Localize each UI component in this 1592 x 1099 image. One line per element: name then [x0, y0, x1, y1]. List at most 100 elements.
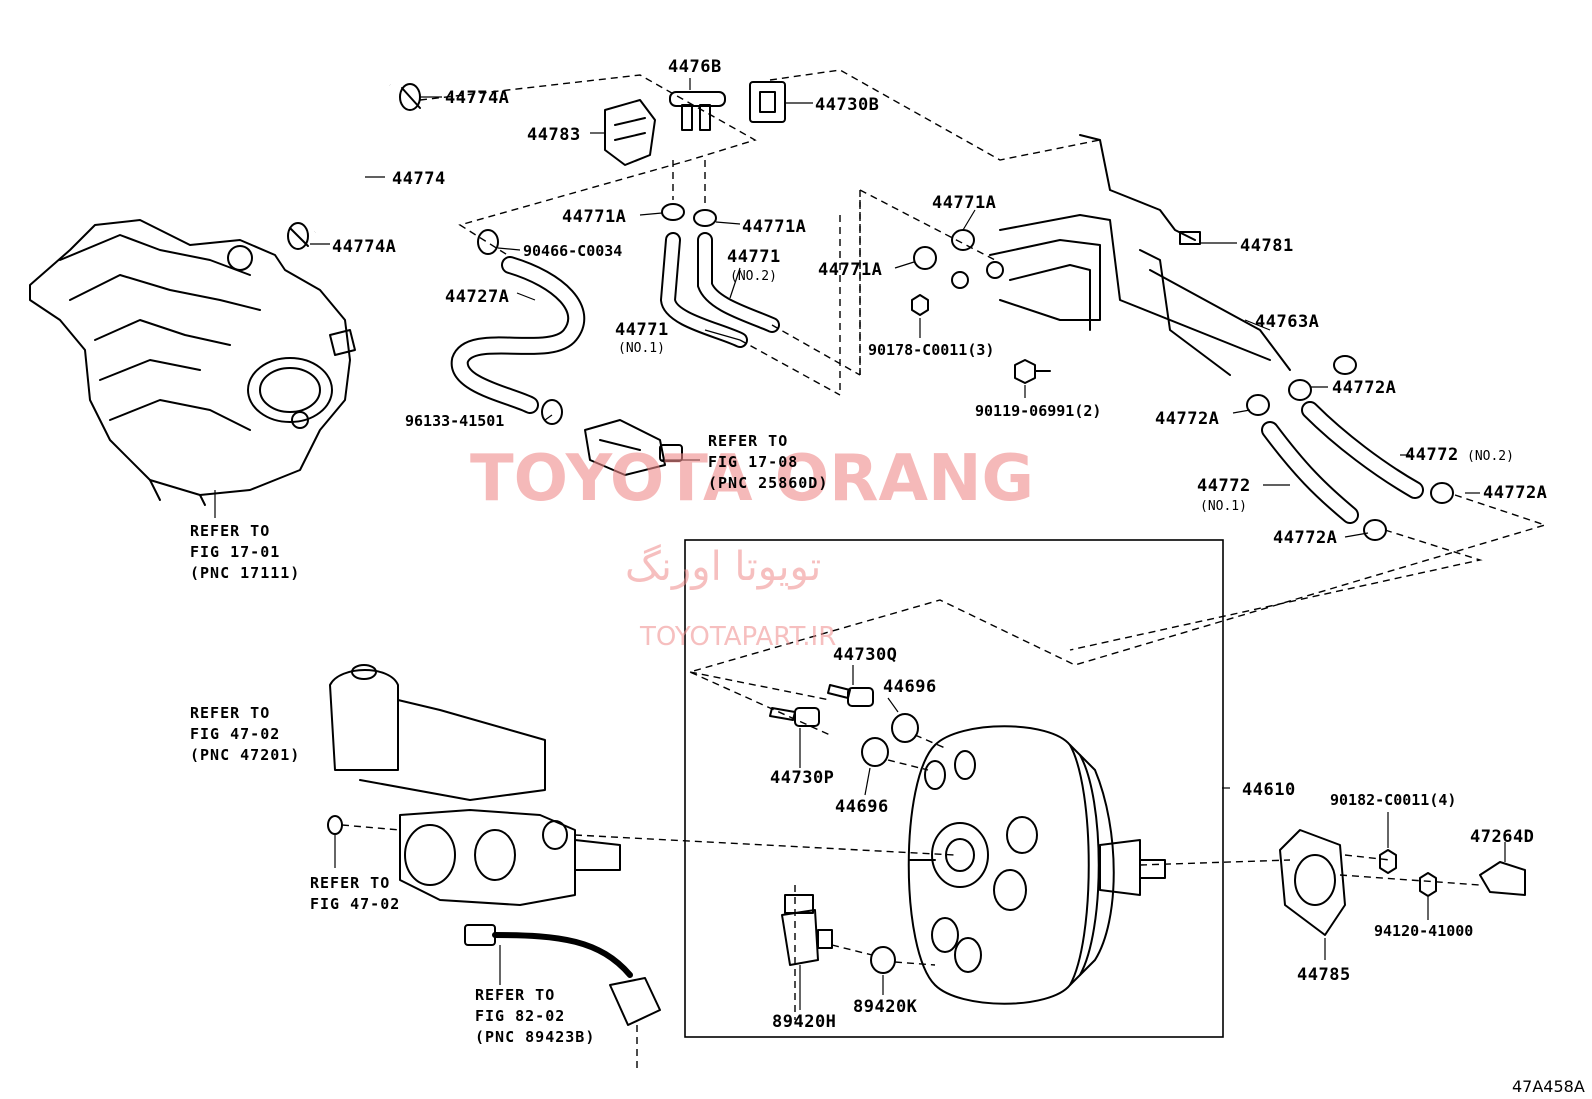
gasket-left: [327, 815, 343, 835]
label-44771-no2: 44771: [727, 247, 781, 267]
label-44772A-3: 44772A: [1483, 483, 1547, 503]
clamp-44772A-a: [1333, 355, 1357, 375]
watermark-url: TOYOTAPART.IR: [639, 622, 836, 652]
label-44772-no1-sub: (NO.1): [1200, 499, 1247, 514]
clamp-44772A-c: [1246, 394, 1270, 416]
ref-fig-47-02-b: REFER TO FIG 47-02: [310, 874, 400, 913]
clamp-44771A-4: [913, 246, 937, 270]
label-44696-1: 44696: [883, 677, 937, 697]
label-44772-no1: 44772: [1197, 476, 1251, 496]
svg-text:REFER TO: REFER TO: [708, 432, 788, 450]
label-44771A-2: 44771A: [742, 217, 806, 237]
label-94120: 94120-41000: [1374, 922, 1473, 940]
intake-manifold: [29, 219, 356, 506]
label-44774A-bottom: 44774A: [332, 237, 396, 257]
clamp-44772A-d: [1430, 482, 1454, 504]
svg-text:(PNC 89423B): (PNC 89423B): [475, 1028, 595, 1046]
svg-text:REFER TO: REFER TO: [190, 704, 270, 722]
svg-text:REFER TO: REFER TO: [475, 986, 555, 1004]
label-44771-no1-sub: (NO.1): [618, 341, 665, 356]
brake-booster-44610: [907, 725, 1166, 1005]
grommet-44696-b: [861, 737, 889, 767]
pipe-assy-44763A: [951, 214, 1291, 376]
label-44774A-top: 44774A: [445, 88, 509, 108]
figure-code: 47A458A: [1512, 1077, 1585, 1096]
pressure-sensor-connector: [584, 419, 683, 476]
hose-44771-no1: [659, 232, 748, 348]
label-44772A-2: 44772A: [1155, 409, 1219, 429]
svg-text:FIG 47-02: FIG 47-02: [310, 895, 400, 913]
label-44730Q: 44730Q: [833, 645, 897, 665]
svg-text:(PNC 47201): (PNC 47201): [190, 746, 300, 764]
label-44771-no2-sub: (NO.2): [730, 269, 777, 284]
hose-44771-no2: [697, 232, 780, 333]
vsv-44783: [604, 99, 656, 166]
label-90178: 90178-C0011(3): [868, 341, 994, 359]
bracket-44781: [1079, 134, 1201, 245]
label-44774: 44774: [392, 169, 446, 189]
label-90466: 90466-C0034: [523, 242, 622, 260]
label-44785: 44785: [1297, 965, 1351, 985]
label-47264D: 47264D: [1470, 827, 1534, 847]
ref-fig-17-01: REFER TO FIG 17-01 (PNC 17111): [190, 522, 300, 582]
label-44783: 44783: [527, 125, 581, 145]
nut-90178: [911, 294, 929, 316]
label-44771A-4: 44771A: [818, 260, 882, 280]
clamp-44774A-top: [399, 83, 421, 111]
svg-text:(PNC 17111): (PNC 17111): [190, 564, 300, 582]
check-valve-44730Q: [827, 684, 874, 707]
label-44772A-1: 44772A: [1332, 378, 1396, 398]
label-44763A: 44763A: [1255, 312, 1319, 332]
label-44771A-1: 44771A: [562, 207, 626, 227]
check-valve-44730P: [769, 707, 820, 727]
clamp-44771A-2: [693, 209, 717, 227]
wire-harness: [464, 924, 661, 1026]
label-44772A-4: 44772A: [1273, 528, 1337, 548]
label-90182: 90182-C0011(4): [1330, 791, 1456, 809]
clamp-44771A-1: [661, 203, 685, 221]
hose-44774: [248, 67, 393, 238]
svg-text:FIG 82-02: FIG 82-02: [475, 1007, 565, 1025]
leader-lines: [214, 78, 1506, 1010]
label-44696-2: 44696: [835, 797, 889, 817]
label-44772-no2-sub: (NO.2): [1467, 449, 1514, 464]
clamp-96133: [541, 399, 563, 425]
booster-group-frame: [684, 539, 1224, 1038]
ref-fig-17-08: REFER TO FIG 17-08 (PNC 25860D): [708, 432, 828, 492]
bolt-90119: [1014, 359, 1051, 384]
label-44771-no1: 44771: [615, 320, 669, 340]
svg-text:FIG 47-02: FIG 47-02: [190, 725, 280, 743]
svg-text:REFER TO: REFER TO: [190, 522, 270, 540]
label-96133: 96133-41501: [405, 412, 504, 430]
clamp-44772A-b: [1288, 379, 1312, 401]
label-44730B: 44730B: [815, 95, 879, 115]
svg-text:(PNC 25860D): (PNC 25860D): [708, 474, 828, 492]
label-44771A-3: 44771A: [932, 193, 996, 213]
hose-44727A: [450, 256, 586, 414]
label-90119: 90119-06991(2): [975, 402, 1101, 420]
grommet-44696-a: [891, 713, 919, 743]
nut-94120: [1419, 872, 1437, 897]
watermark-title: TOYOTA ORANG: [470, 442, 1034, 516]
label-44727A: 44727A: [445, 287, 509, 307]
label-44730P: 44730P: [770, 768, 834, 788]
clamp-44774A-bottom: [287, 222, 309, 250]
clamp-90466: [477, 229, 499, 255]
clamp-44772A-e: [1363, 519, 1387, 541]
label-44610: 44610: [1242, 780, 1296, 800]
ref-fig-47-02-a: REFER TO FIG 47-02 (PNC 47201): [190, 704, 300, 764]
svg-text:FIG 17-08: FIG 17-08: [708, 453, 798, 471]
hose-44772-no1: [1261, 421, 1359, 524]
label-4476B: 4476B: [668, 57, 722, 77]
label-89420H: 89420H: [772, 1012, 836, 1032]
nut-90182: [1379, 849, 1397, 874]
svg-text:REFER TO: REFER TO: [310, 874, 390, 892]
master-cylinder: [329, 664, 621, 906]
clevis-47264D: [1479, 861, 1526, 896]
sensor-89420H: [781, 894, 833, 966]
watermark-persian: تویوتا اورنگ: [625, 544, 821, 590]
ref-fig-82-02: REFER TO FIG 82-02 (PNC 89423B): [475, 986, 595, 1046]
hose-44772-no2: [1301, 401, 1424, 499]
label-44772-no2: 44772: [1405, 445, 1459, 465]
